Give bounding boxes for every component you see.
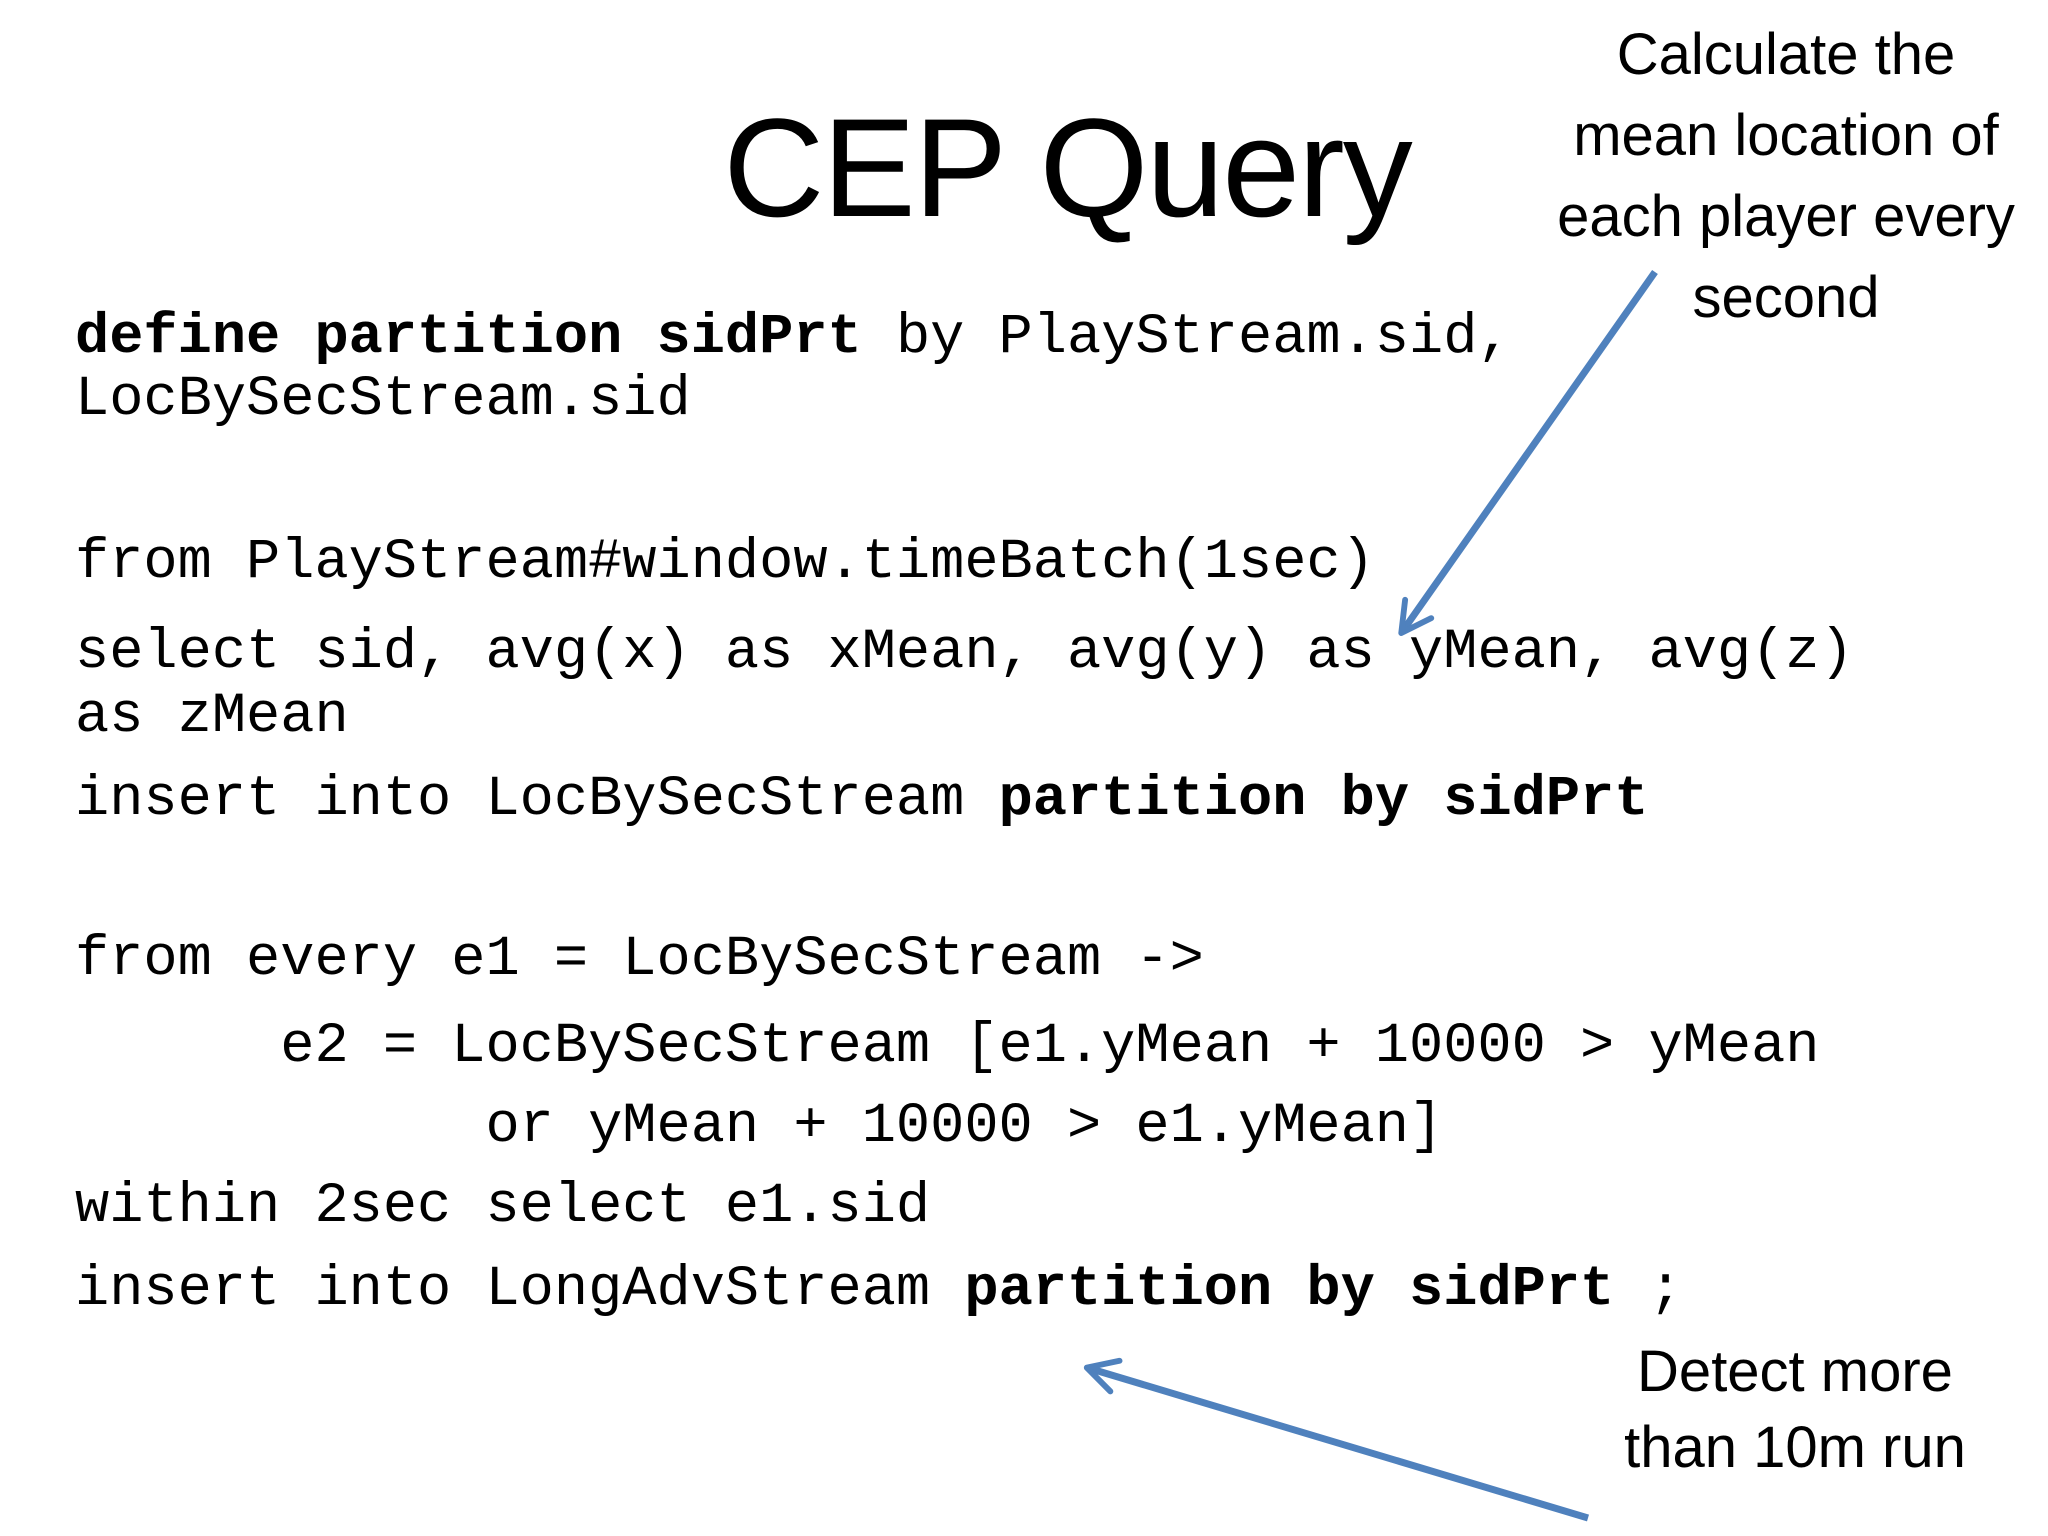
code-segment: partition by sidPrt: [998, 768, 1649, 832]
annotation-calculate-mean: Calculate the mean location of each play…: [1524, 14, 2048, 338]
annotation-line: each player every: [1557, 184, 2015, 249]
code-segment: LocBySecStream.sid: [75, 368, 691, 432]
annotation-detect-run: Detect more than 10m run: [1575, 1334, 2015, 1486]
annotation-line: than 10m run: [1624, 1415, 1966, 1480]
code-line: insert into LocBySecStream partition by …: [75, 768, 1648, 832]
annotation-line: Calculate the: [1616, 22, 1956, 87]
code-segment: within 2sec select e1.sid: [75, 1175, 931, 1239]
code-segment: as zMean: [75, 685, 349, 749]
page-title: CEP Query: [723, 89, 1412, 246]
code-line: as zMean: [75, 685, 349, 749]
code-line: LocBySecStream.sid: [75, 368, 691, 432]
annotation-line: Detect more: [1637, 1339, 1953, 1404]
code-segment: from every e1 = LocBySecStream ->: [75, 928, 1204, 992]
code-segment: define partition sidPrt: [75, 306, 862, 370]
code-segment: or yMean + 10000 > e1.yMean]: [75, 1095, 1444, 1159]
code-segment: select sid, avg(x) as xMean, avg(y) as y…: [75, 621, 1854, 685]
code-line: within 2sec select e1.sid: [75, 1175, 930, 1239]
code-line: from PlayStream#window.timeBatch(1sec): [75, 531, 1375, 595]
code-segment: by PlayStream.sid,: [861, 306, 1512, 370]
code-line: or yMean + 10000 > e1.yMean]: [75, 1095, 1443, 1159]
code-segment: insert into LocBySecStream: [75, 768, 999, 832]
code-line: from every e1 = LocBySecStream ->: [75, 928, 1204, 992]
annotation-line: mean location of: [1573, 103, 1999, 168]
code-line: e2 = LocBySecStream [e1.yMean + 10000 > …: [75, 1015, 1819, 1079]
code-line: define partition sidPrt by PlayStream.si…: [75, 306, 1512, 370]
annotation-line: second: [1692, 265, 1880, 330]
code-segment: insert into LongAdvStream: [75, 1258, 965, 1322]
code-segment: from PlayStream#window.timeBatch(1sec): [75, 531, 1375, 595]
code-segment: ;: [1614, 1258, 1683, 1322]
code-segment: e2 = LocBySecStream [e1.yMean + 10000 > …: [75, 1015, 1820, 1079]
code-line: insert into LongAdvStream partition by s…: [75, 1258, 1683, 1322]
code-segment: partition by sidPrt: [964, 1258, 1615, 1322]
code-line: select sid, avg(x) as xMean, avg(y) as y…: [75, 621, 1854, 685]
